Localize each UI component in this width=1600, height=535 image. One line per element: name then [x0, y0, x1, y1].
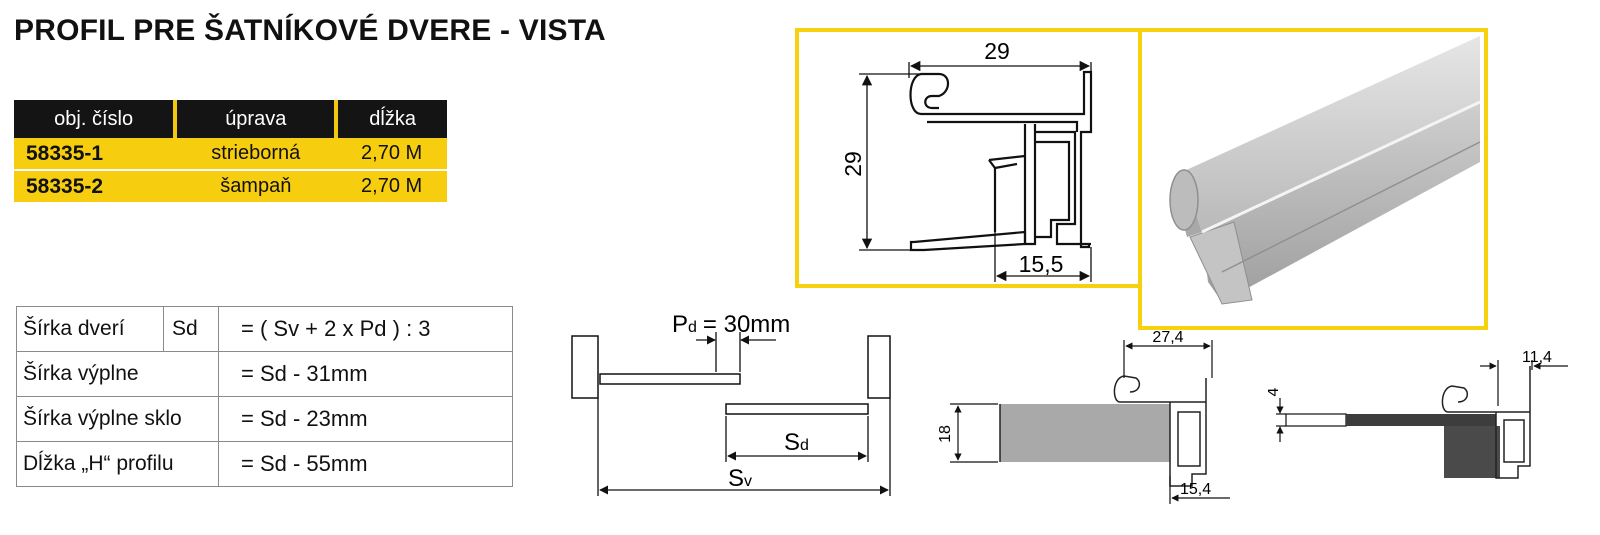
order-number: 58335-1 [14, 138, 176, 170]
svg-text:Sd: Sd [784, 429, 809, 456]
section-a-top-label: 27,4 [1152, 329, 1183, 346]
page-title: PROFIL PRE ŠATNÍKOVÉ DVERE - VISTA [14, 14, 606, 47]
sd-symbol: S [784, 429, 800, 456]
formula-row: Šírka dverí Sd = ( Sv + 2 x Pd ) : 3 [16, 306, 513, 352]
formula-row: Šírka výplne sklo = Sd - 23mm [16, 396, 513, 442]
formula-label: Šírka výplne [16, 351, 219, 397]
finish: šampaň [175, 169, 337, 202]
glass-panel [1346, 414, 1496, 426]
profile-render-image [1169, 36, 1481, 305]
formula-label: Šírka dverí [16, 306, 164, 352]
svg-text:Pd= 30mm: Pd = 30mm [672, 311, 790, 338]
sv-symbol: S [728, 465, 744, 492]
order-number: 58335-2 [14, 169, 176, 202]
section-b-top-label: 11,4 [1522, 349, 1552, 366]
formula-expression: = Sd - 31mm [218, 351, 513, 397]
formula-expression: = ( Sv + 2 x Pd ) : 3 [218, 306, 513, 352]
table-row: 58335-2 šampaň 2,70 M [14, 169, 447, 202]
header-finish: úprava [173, 100, 337, 138]
sv-subscript: v [744, 473, 752, 490]
header-order-number: obj. číslo [14, 100, 176, 138]
profile-height-label: 29 [840, 151, 866, 177]
profile-bottom-label: 15,5 [1019, 251, 1064, 277]
sd-subscript: d [800, 437, 809, 454]
formula-expression: = Sd - 23mm [218, 396, 513, 442]
profile-cross-section-drawing: 29 29 15,5 [840, 38, 1093, 282]
pd-symbol: P [672, 311, 688, 338]
formula-label: Šírka výplne sklo [16, 396, 219, 442]
section-a-side-label: 18 [937, 425, 954, 443]
left-wall [571, 335, 599, 399]
section-b-side-label: 4 [1268, 387, 1282, 396]
formula-row: Šírka výplne = Sd - 31mm [16, 351, 513, 397]
product-table: obj. číslo úprava dĺžka 58335-1 striebor… [14, 100, 447, 202]
formula-label: Dĺžka „H“ profilu [16, 441, 219, 487]
profile-photo-box [1138, 28, 1488, 330]
table-row: 58335-1 strieborná 2,70 M [14, 138, 447, 170]
section-glass-4-diagram: 11,4 4 [1268, 349, 1568, 479]
profile-width-label: 29 [984, 38, 1010, 64]
length: 2,70 M [336, 169, 447, 202]
formula-symbol: Sd [163, 306, 219, 352]
section-panel-18-diagram: 27,4 18 15,4 [937, 329, 1230, 504]
pd-value: = 30mm [703, 311, 790, 338]
door-arrangement-diagram: Pd = 30mm Sd Sv [571, 311, 891, 496]
right-wall [867, 335, 891, 399]
h-insert [1444, 426, 1500, 478]
door-panel-rear [599, 373, 741, 385]
glass-edge [1285, 413, 1347, 427]
pd-subscript: d [688, 319, 697, 336]
finish: strieborná [175, 138, 337, 170]
header-length: dĺžka [334, 100, 447, 138]
length: 2,70 M [336, 138, 447, 170]
product-table-header: obj. číslo úprava dĺžka [14, 100, 447, 138]
profile-drawing-box: 29 29 15,5 [795, 28, 1144, 288]
formula-row: Dĺžka „H“ profilu = Sd - 55mm [16, 441, 513, 487]
formula-expression: = Sd - 55mm [218, 441, 513, 487]
svg-text:Sv: Sv [728, 465, 752, 492]
panel-fill [1000, 404, 1170, 462]
formula-table: Šírka dverí Sd = ( Sv + 2 x Pd ) : 3 Šír… [16, 306, 513, 487]
section-a-bottom-label: 15,4 [1180, 481, 1211, 498]
door-panel-front [725, 403, 869, 415]
